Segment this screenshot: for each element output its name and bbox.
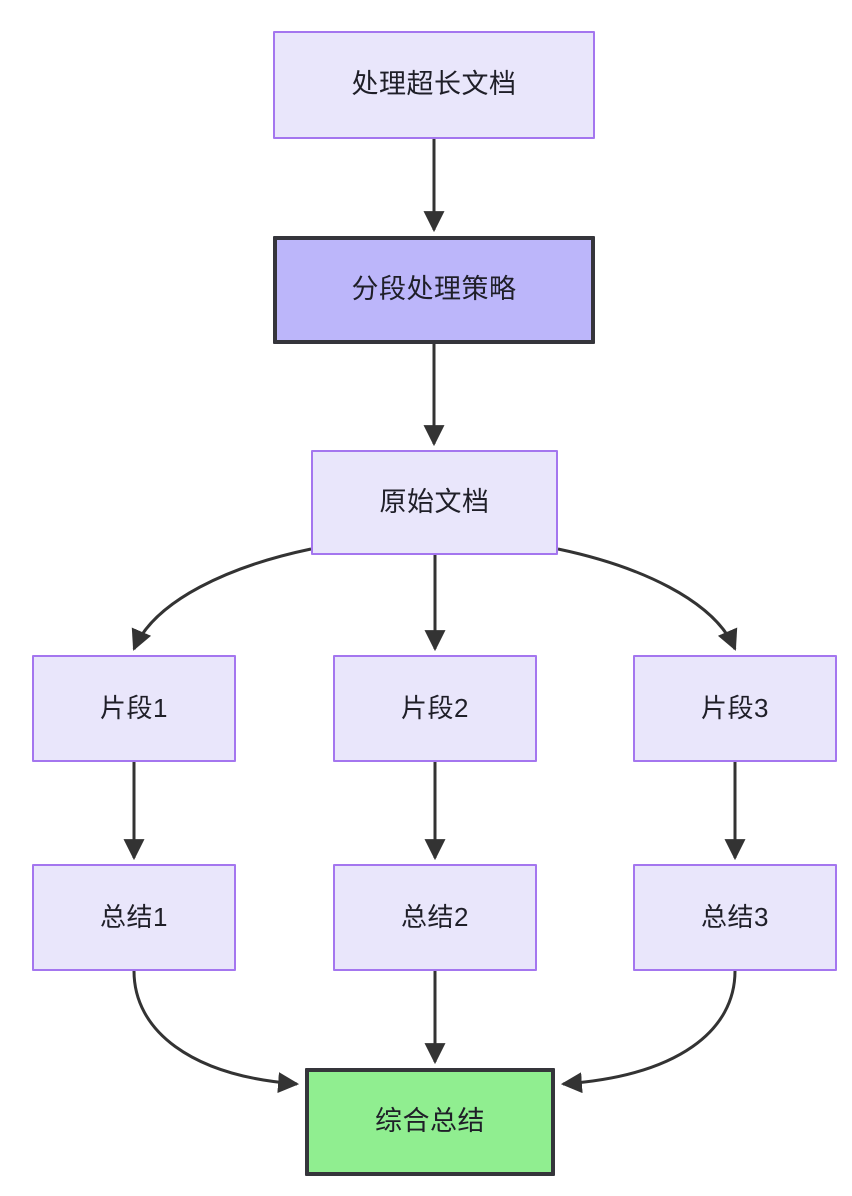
node-summary-1[interactable]: 总结1 [32, 864, 236, 971]
edge-n7-n10 [132, 970, 300, 1094]
node-summary-2[interactable]: 总结2 [333, 864, 537, 971]
node-label: 分段处理策略 [351, 274, 517, 305]
edge-n9-n10 [560, 970, 737, 1094]
node-original-document[interactable]: 原始文档 [311, 450, 558, 555]
node-process-long-document[interactable]: 处理超长文档 [273, 31, 595, 139]
node-fragment-1[interactable]: 片段1 [32, 655, 236, 762]
node-comprehensive-summary[interactable]: 综合总结 [305, 1068, 555, 1176]
node-label: 总结2 [401, 902, 469, 933]
node-label: 原始文档 [379, 486, 490, 517]
node-label: 片段2 [401, 693, 469, 724]
node-chunking-strategy[interactable]: 分段处理策略 [273, 236, 595, 344]
node-label: 总结3 [701, 902, 769, 933]
node-summary-3[interactable]: 总结3 [633, 864, 837, 971]
edge-n3-n6 [557, 547, 738, 651]
edge-n3-n4 [131, 547, 312, 651]
node-label: 总结1 [100, 902, 168, 933]
node-fragment-2[interactable]: 片段2 [333, 655, 537, 762]
node-label: 综合总结 [375, 1106, 485, 1137]
node-label: 处理超长文档 [351, 69, 517, 100]
node-label: 片段3 [701, 693, 769, 724]
node-label: 片段1 [100, 693, 168, 724]
node-fragment-3[interactable]: 片段3 [633, 655, 837, 762]
